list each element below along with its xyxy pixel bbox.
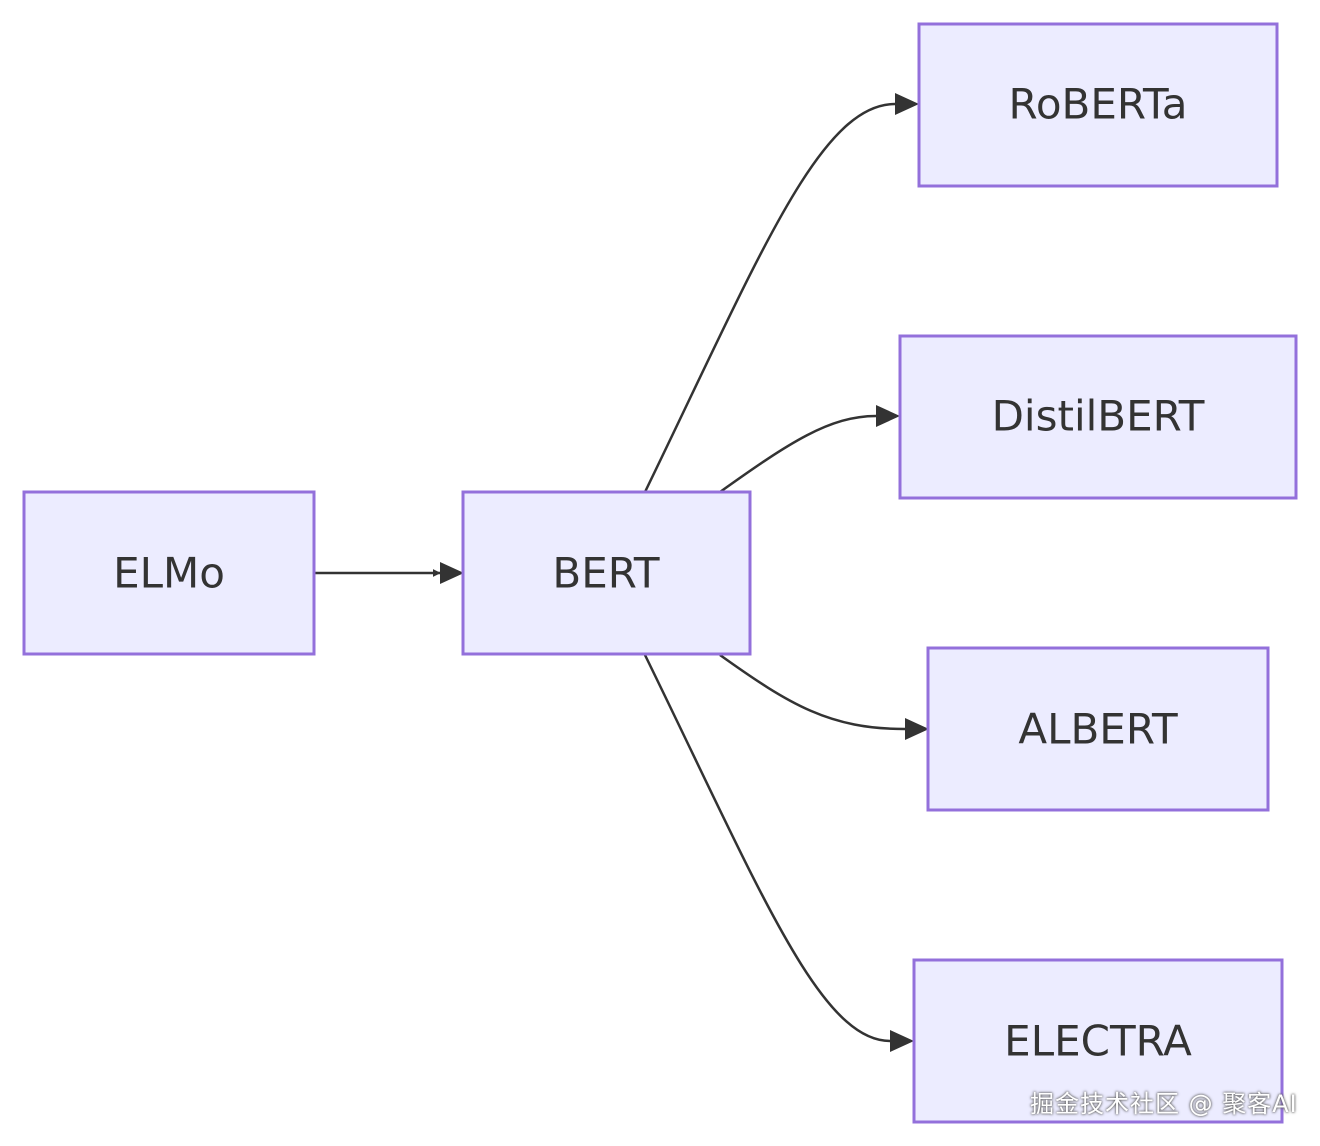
edge-bert-electra: [643, 654, 891, 1043]
arrowheads: [440, 93, 929, 1052]
node-label-elmo: ELMo: [113, 549, 225, 598]
edge-bert-albert: [719, 653, 906, 731]
arrowhead-albert: [905, 718, 929, 740]
node-label-distilbert: DistilBERT: [992, 392, 1205, 441]
node-distilbert: DistilBERT: [898, 334, 1298, 500]
arrowhead-distilbert: [876, 405, 900, 427]
watermark-text: 掘金技术社区 @ 聚客AI: [1030, 1090, 1298, 1118]
arrowhead-electra: [890, 1030, 914, 1052]
arrowhead-bert: [440, 562, 464, 584]
node-roberta: RoBERTa: [917, 22, 1279, 188]
node-electra: ELECTRA: [912, 958, 1284, 1124]
node-elmo: ELMo: [22, 490, 316, 656]
node-label-electra: ELECTRA: [1004, 1017, 1192, 1066]
node-albert: ALBERT: [926, 646, 1270, 812]
edges: [314, 102, 906, 1043]
edge-bert-distilbert: [719, 414, 877, 494]
node-label-bert: BERT: [552, 549, 659, 598]
node-bert: BERT: [461, 490, 752, 656]
node-label-albert: ALBERT: [1018, 705, 1178, 754]
arrowhead-roberta: [895, 93, 919, 115]
edge-bert-roberta: [643, 102, 896, 493]
node-label-roberta: RoBERTa: [1009, 80, 1188, 129]
